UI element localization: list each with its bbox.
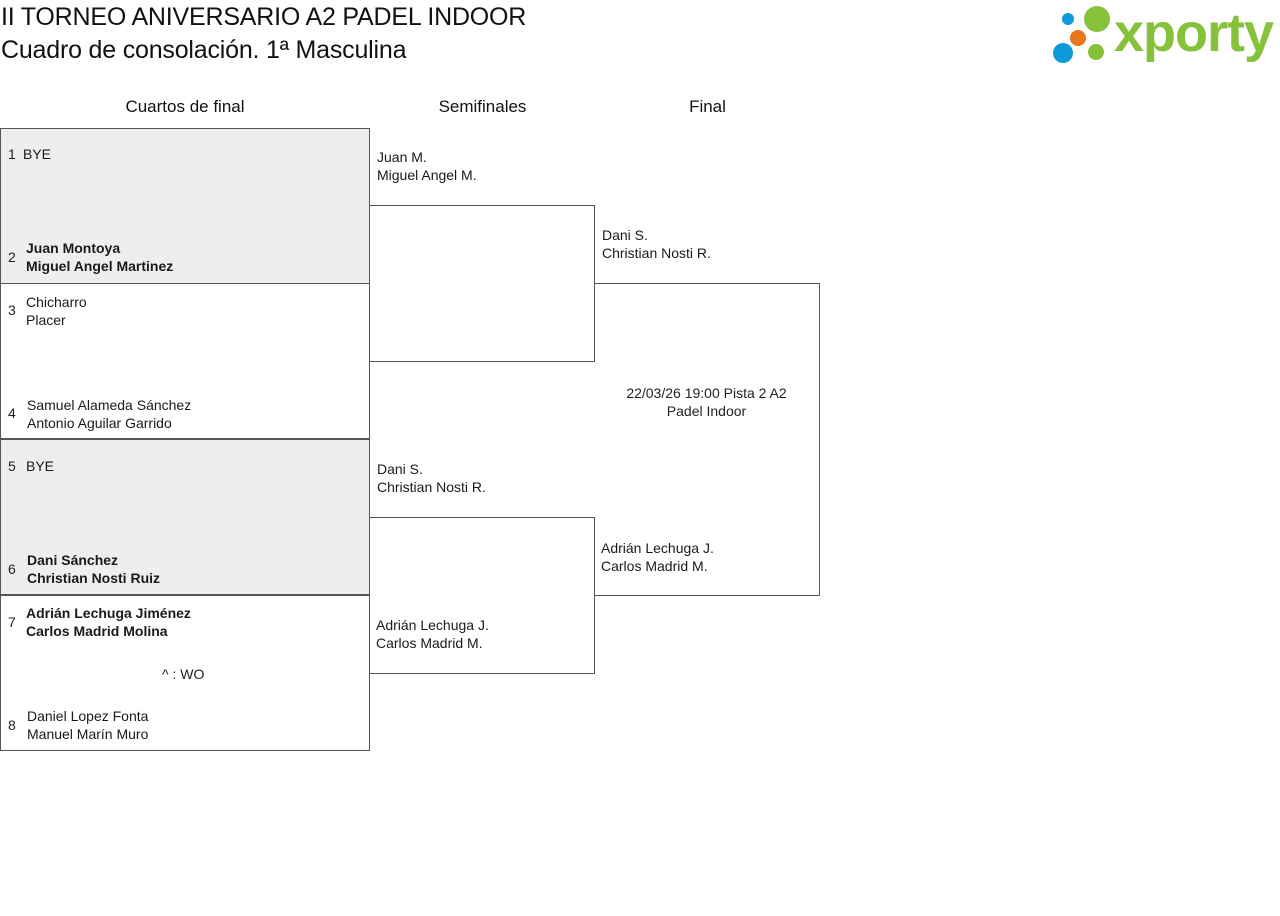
pair-bottom: Juan Montoya Miguel Angel Martinez xyxy=(26,239,173,275)
round-header-quarters: Cuartos de final xyxy=(125,97,245,116)
xporty-logo-text: xporty xyxy=(1114,3,1274,63)
quarterfinal-match-2: 3 Chicharro Placer 4 Samuel Alameda Sánc… xyxy=(0,283,370,439)
final-match: 22/03/26 19:00 Pista 2 A2 Padel Indoor A… xyxy=(594,283,820,596)
player-name: Carlos Madrid Molina xyxy=(26,623,168,639)
seed-number: 4 xyxy=(8,405,16,421)
player-name: Adrián Lechuga J. xyxy=(601,540,714,556)
player-name: Adrián Lechuga J. xyxy=(376,617,489,633)
pair-top: BYE xyxy=(23,145,51,163)
pair-top: BYE xyxy=(26,457,54,475)
player-name: Antonio Aguilar Garrido xyxy=(27,415,172,431)
pair-top: Chicharro Placer xyxy=(26,293,87,329)
seed-number: 8 xyxy=(8,717,16,733)
draw-subtitle: Cuadro de consolación. 1ª Masculina xyxy=(1,36,407,64)
round-header-semis: Semifinales xyxy=(438,97,527,116)
player-name: Miguel Angel M. xyxy=(377,167,477,183)
player-name: Miguel Angel Martinez xyxy=(26,258,174,274)
player-name: BYE xyxy=(26,458,55,474)
quarterfinal-match-4: 7 Adrián Lechuga Jiménez Carlos Madrid M… xyxy=(0,595,370,751)
final-match-info: 22/03/26 19:00 Pista 2 A2 Padel Indoor xyxy=(626,385,787,419)
player-name: Chicharro xyxy=(26,294,87,310)
semifinal-1-pair-top: Juan M. Miguel Angel M. xyxy=(377,148,477,184)
semifinal-2-pair-top: Dani S. Christian Nosti R. xyxy=(377,460,486,496)
xporty-dots-icon xyxy=(1053,6,1110,63)
seed-number: 2 xyxy=(8,249,16,265)
player-name: Placer xyxy=(26,312,66,328)
player-name: Dani S. xyxy=(602,227,648,243)
player-name: BYE xyxy=(23,146,52,162)
player-name: Dani Sánchez xyxy=(27,552,119,568)
semifinal-match-2: Adrián Lechuga J. Carlos Madrid M. xyxy=(369,517,595,674)
final-pair-bottom: Adrián Lechuga J. Carlos Madrid M. xyxy=(601,539,714,575)
seed-number: 6 xyxy=(8,561,16,577)
seed-number: 5 xyxy=(8,458,16,474)
player-name: Dani S. xyxy=(377,461,423,477)
player-name: Carlos Madrid M. xyxy=(601,558,708,574)
walkover-note: ^ : WO xyxy=(162,666,205,682)
player-name: Christian Nosti Ruiz xyxy=(27,570,161,586)
player-name: Manuel Marín Muro xyxy=(27,726,149,742)
pair-bottom: Dani Sánchez Christian Nosti Ruiz xyxy=(27,551,160,587)
semifinal-match-1 xyxy=(369,205,595,362)
round-header-final: Final xyxy=(689,97,726,116)
player-name: Carlos Madrid M. xyxy=(376,635,483,651)
player-name: Samuel Alameda Sánchez xyxy=(27,397,192,413)
player-name: Christian Nosti R. xyxy=(602,245,711,261)
player-name: Juan Montoya xyxy=(26,240,121,256)
seed-number: 3 xyxy=(8,302,16,318)
xporty-logo: xporty xyxy=(1050,2,1276,68)
semifinal-2-pair-bottom: Adrián Lechuga J. Carlos Madrid M. xyxy=(376,616,489,652)
player-name: Juan M. xyxy=(377,149,427,165)
tournament-title: II TORNEO ANIVERSARIO A2 PADEL INDOOR xyxy=(1,3,527,31)
player-name: Christian Nosti R. xyxy=(377,479,486,495)
pair-bottom: Daniel Lopez Fonta Manuel Marín Muro xyxy=(27,707,148,743)
seed-number: 1 xyxy=(8,146,16,162)
pair-bottom: Samuel Alameda Sánchez Antonio Aguilar G… xyxy=(27,396,191,432)
player-name: Daniel Lopez Fonta xyxy=(27,708,149,724)
player-name: Adrián Lechuga Jiménez xyxy=(26,605,191,621)
seed-number: 7 xyxy=(8,614,16,630)
quarterfinal-match-3: 5 BYE 6 Dani Sánchez Christian Nosti Rui… xyxy=(0,439,370,595)
final-pair-top: Dani S. Christian Nosti R. xyxy=(602,226,711,262)
pair-top: Adrián Lechuga Jiménez Carlos Madrid Mol… xyxy=(26,604,191,640)
quarterfinal-match-1: 1 BYE 2 Juan Montoya Miguel Angel Martin… xyxy=(0,128,370,284)
